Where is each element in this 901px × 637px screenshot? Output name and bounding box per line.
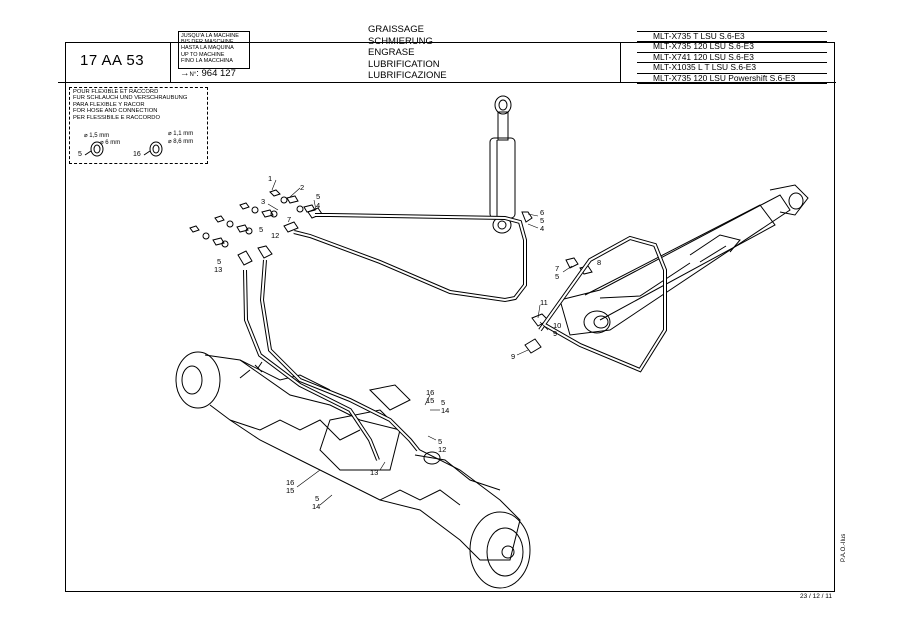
serial-number: →N°: 964 127 bbox=[180, 68, 236, 79]
model-list: MLT-X735 T LSU S.6-E3 MLT-X735 120 LSU S… bbox=[637, 31, 827, 85]
legend-dim: ⌀ 1,1 mm bbox=[168, 131, 194, 137]
callout-label: 9 bbox=[511, 352, 516, 361]
callout-label: 9 bbox=[553, 329, 558, 338]
callout-label: 11 bbox=[540, 298, 548, 307]
machine-limit-box: JUSQU'A LA MACHINE BIS DER MASCHINE HAST… bbox=[178, 31, 250, 69]
title-line: GRAISSAGE bbox=[368, 24, 424, 35]
model-item: MLT-X735 T LSU S.6-E3 bbox=[637, 31, 827, 43]
arrow-icon: → bbox=[180, 68, 190, 79]
callout-label: 15 bbox=[286, 486, 295, 495]
callout-label: 5 bbox=[316, 192, 321, 201]
title-line: SCHMIERUNG bbox=[368, 35, 433, 47]
callout-label: 16 bbox=[286, 478, 295, 487]
callout-label: 5 bbox=[441, 398, 446, 407]
model-item: MLT-X735 120 LSU S.6-E3 bbox=[637, 42, 827, 53]
callout-label: 5 bbox=[217, 257, 222, 266]
callout-label: 7 bbox=[555, 264, 560, 273]
machine-limit-line: FINO LA MACCHINA bbox=[181, 57, 233, 64]
callout-label: 3 bbox=[261, 197, 266, 206]
callout-label: 15 bbox=[426, 396, 435, 405]
callout-label: 5 bbox=[259, 225, 264, 234]
callout-label: 10 bbox=[553, 321, 562, 330]
callout-label: 5 bbox=[315, 494, 320, 503]
header-divider bbox=[58, 82, 836, 83]
machine-limit-line: HASTA LA MAQUINA bbox=[181, 45, 234, 52]
seal-ring-icon bbox=[84, 141, 104, 157]
title-line: ENGRASE bbox=[368, 47, 415, 59]
illustration-credit: P.A.O.-Ilus bbox=[841, 533, 847, 562]
callout-label: 7 bbox=[287, 215, 292, 224]
callout-label: 4 bbox=[540, 224, 545, 233]
model-item: MLT-X741 120 LSU S.6-E3 bbox=[637, 52, 827, 64]
machine-limit-line: JUSQU'A LA MACHINE bbox=[181, 33, 239, 39]
callout-label: 1 bbox=[268, 174, 273, 183]
legend-ref: 16 bbox=[133, 151, 141, 158]
hose-legend: POUR FLEXIBLE ET RACCORD FUR SCHLAUCH UN… bbox=[69, 87, 208, 164]
header-separator bbox=[170, 42, 171, 82]
callout-label: 12 bbox=[438, 445, 447, 454]
title-line: LUBRIFICATION bbox=[368, 58, 440, 70]
callout-label: 13 bbox=[370, 468, 379, 477]
model-item: MLT-X735 120 LSU Powershift S.6-E3 bbox=[637, 73, 827, 85]
section-titles: GRAISSAGE SCHMIERUNG ENGRASE LUBRIFICATI… bbox=[368, 24, 447, 82]
callout-label: 12 bbox=[271, 231, 280, 240]
revision-date: 23 / 12 / 11 bbox=[800, 593, 833, 600]
legend-line: FOR HOSE AND CONNECTION bbox=[73, 108, 158, 115]
header-separator bbox=[620, 42, 621, 82]
legend-dim: ⌀ 1,5 mm bbox=[84, 133, 110, 139]
small-cylinder bbox=[489, 95, 516, 234]
legend-line: PARA FLEXIBLE Y RACOR bbox=[73, 101, 145, 108]
callout-label: 8 bbox=[597, 258, 602, 267]
legend-dim: ⌀ 8,6 mm bbox=[168, 139, 194, 145]
callout-label: 2 bbox=[300, 183, 305, 192]
callout-label: 5 bbox=[540, 216, 545, 225]
serial-value: 964 127 bbox=[201, 68, 236, 79]
callout-label: 5 bbox=[438, 437, 443, 446]
model-item: MLT-X1035 L T LSU S.6-E3 bbox=[637, 62, 827, 74]
callout-label: 14 bbox=[441, 406, 450, 415]
legend-line: PER FLESSIBILE E RACCORDO bbox=[73, 114, 160, 121]
serial-prefix: N° bbox=[189, 72, 197, 78]
legend-line: FUR SCHLAUCH UND VERSCHRAUBUNG bbox=[73, 95, 188, 102]
title-line: LUBRIFICAZIONE bbox=[368, 70, 447, 82]
tilt-cylinder bbox=[559, 184, 809, 336]
machine-limit-line: UP TO MACHINE bbox=[181, 51, 225, 58]
legend-ref: 5 bbox=[78, 151, 82, 158]
callout-label: 16 bbox=[426, 388, 435, 397]
page-code: 17 AA 53 bbox=[80, 52, 145, 69]
front-axle bbox=[175, 351, 531, 589]
drawing-frame bbox=[65, 42, 835, 592]
callout-label: 13 bbox=[214, 265, 223, 274]
legend-line: POUR FLEXIBLE ET RACCORD bbox=[73, 89, 159, 95]
callout-label: 4 bbox=[316, 201, 321, 210]
grease-hoses bbox=[243, 213, 667, 461]
seal-ring-icon bbox=[143, 141, 163, 157]
callout-label: 6 bbox=[540, 208, 545, 217]
callout-label: 14 bbox=[312, 502, 321, 511]
callout-label: 5 bbox=[555, 272, 560, 281]
legend-dim: ⌀ 6 mm bbox=[100, 140, 121, 146]
grease-fittings bbox=[189, 189, 593, 354]
leader-lines bbox=[267, 179, 573, 506]
machine-limit-line: BIS DER MASCHINE bbox=[181, 39, 234, 46]
